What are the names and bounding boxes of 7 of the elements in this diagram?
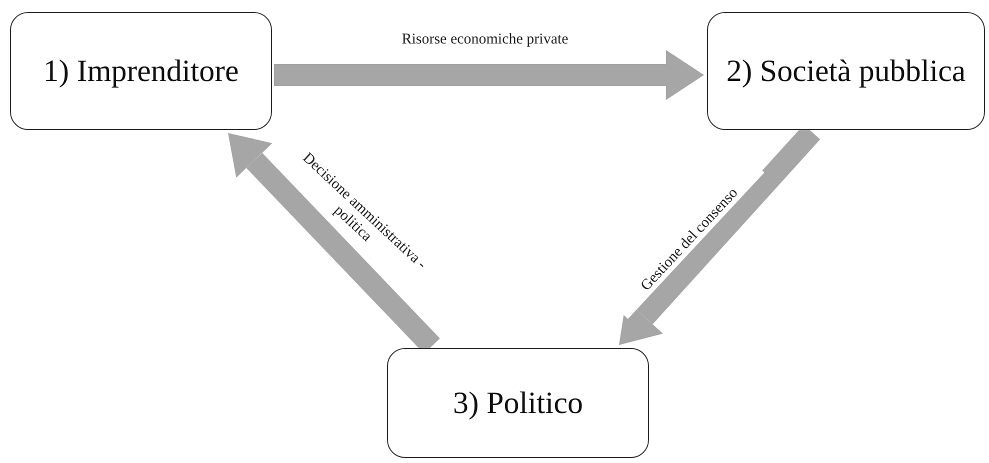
block-arrow [274,50,704,100]
rounded-box [10,12,272,130]
node-label: 1) Imprenditore [43,53,239,89]
node-label: 2) Società pubblica [726,53,966,89]
rounded-box [387,348,649,458]
rounded-box [707,12,985,130]
node-label: 3) Politico [452,385,584,421]
